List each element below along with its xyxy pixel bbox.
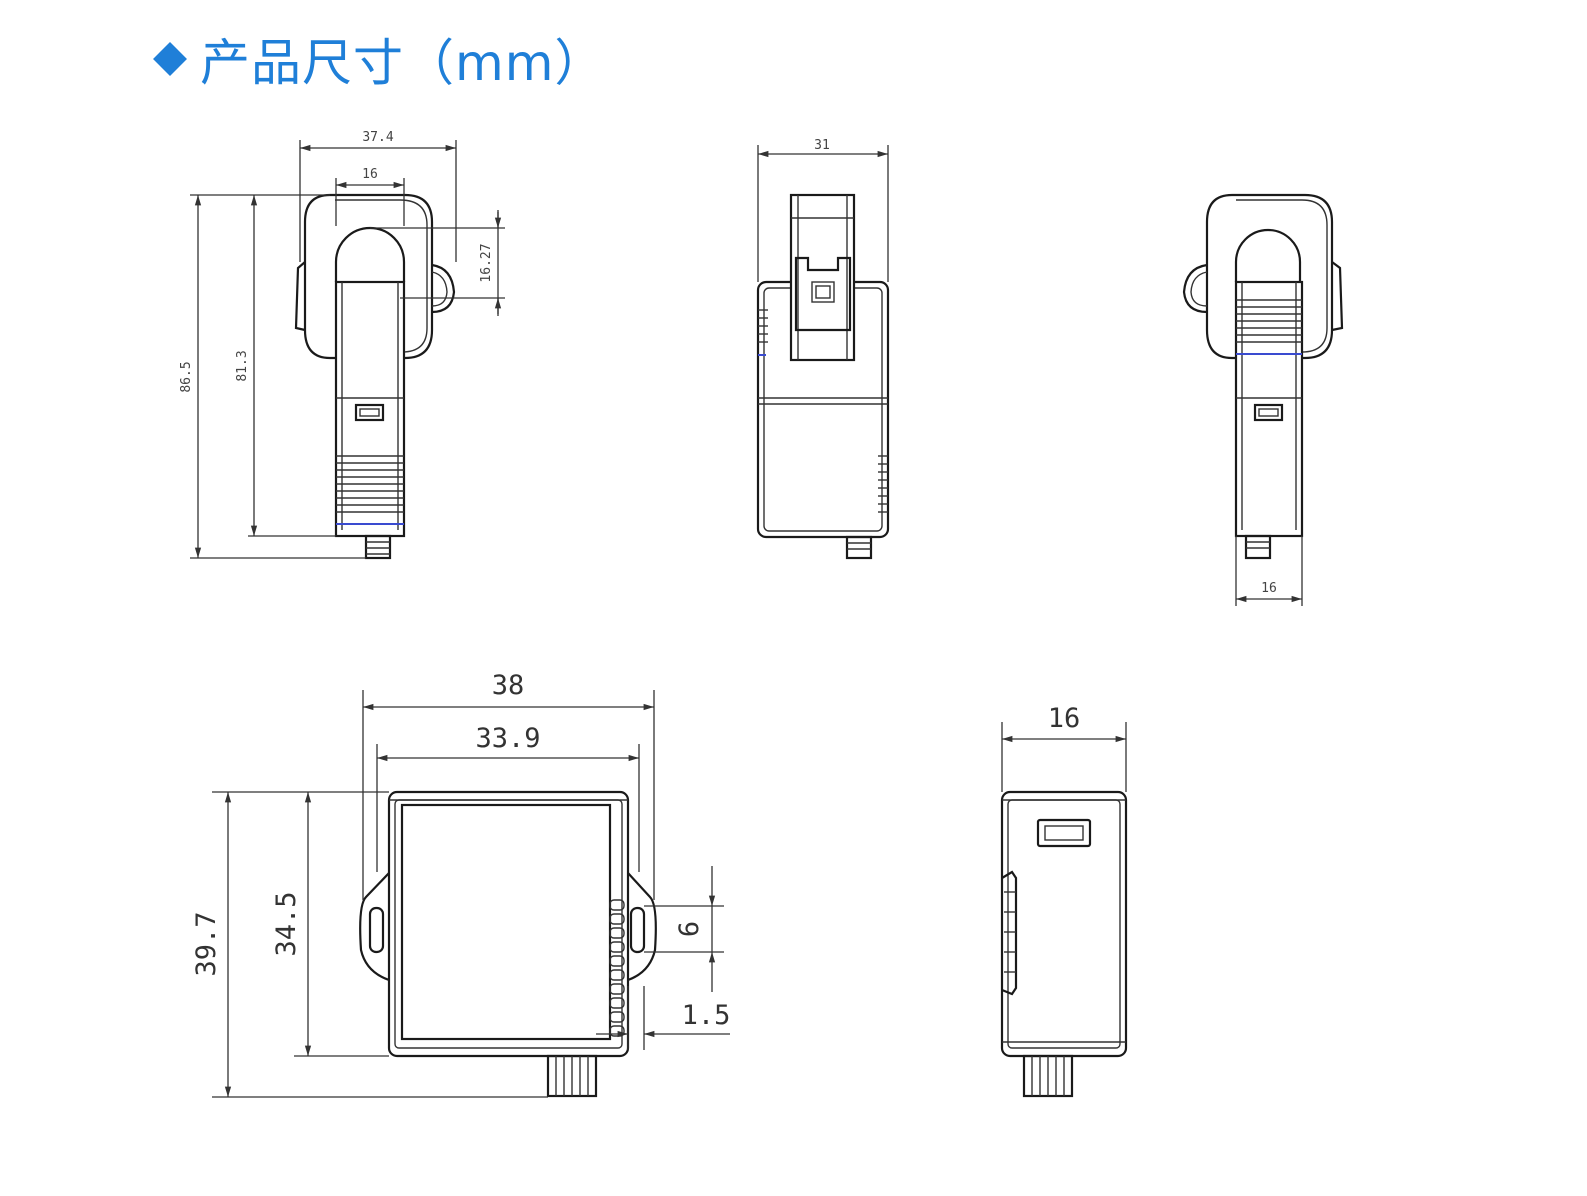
dim-label: 16 (362, 167, 378, 182)
title-text: 产品尺寸（mm） (200, 34, 606, 92)
dim-label: 38 (492, 670, 525, 701)
dim-label: 86.5 (179, 361, 194, 392)
dim-label: 81.3 (235, 350, 250, 381)
dim-label: 31 (814, 138, 830, 153)
page-title: 产品尺寸（mm） (150, 28, 605, 92)
dim-label: 16 (1048, 703, 1081, 734)
dim-label: 16.27 (479, 243, 494, 282)
view-clamp-front: 37.4 16 16.27 86.5 81.3 (179, 130, 505, 560)
view-clamp-side: 31 (756, 138, 890, 560)
view-box-front: 38 33.9 39.7 34.5 6 1.5 (191, 670, 731, 1098)
dim-label: 34.5 (271, 891, 302, 956)
dim-label: 37.4 (362, 130, 393, 145)
dim-label: 6 (674, 921, 705, 937)
view-box-side: 16 (1000, 703, 1128, 1098)
dim-label: 39.7 (191, 911, 222, 976)
dim-label: 16 (1261, 581, 1277, 596)
view-clamp-back: 16 (1182, 193, 1344, 606)
dim-label: 33.9 (475, 723, 540, 754)
dim-label: 1.5 (682, 1000, 731, 1031)
